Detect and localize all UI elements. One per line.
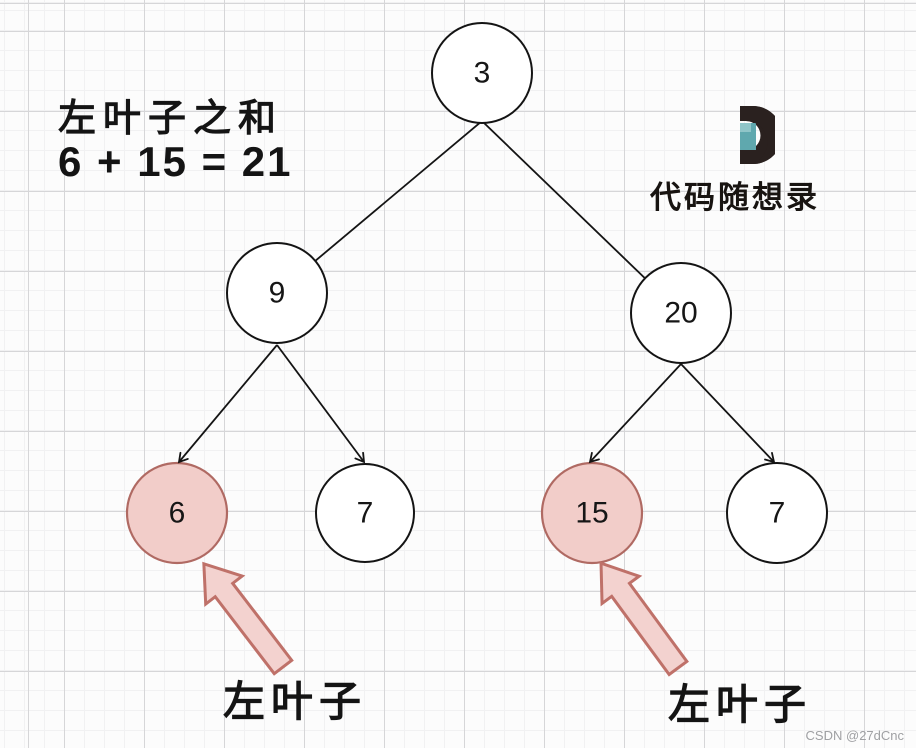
tree-node-left-leaf-15: 15 [540, 461, 644, 565]
tree-node-right-child: 20 [630, 262, 732, 364]
node-circle-3 [431, 22, 533, 124]
node-value-3: 3 [474, 57, 491, 90]
node-value-7b: 7 [769, 497, 786, 530]
annotation-equation: 6 + 15 = 21 [58, 137, 293, 185]
node-circle-7a [315, 463, 415, 563]
tree-edges-leaves [177, 344, 776, 464]
node-circle-20 [630, 262, 732, 364]
node-value-20: 20 [664, 297, 697, 330]
edge-20-to-15 [588, 363, 682, 464]
left-leaf-callout-2: 左叶子 [667, 680, 812, 729]
tree-edges-root [276, 120, 682, 314]
node-circle-9 [226, 242, 328, 344]
tree-node-right-leaf-7b: 7 [726, 462, 828, 564]
highlight-arrow-left-leaf-6 [202, 561, 294, 676]
tree-node-left-child: 9 [226, 242, 328, 344]
csdn-watermark: CSDN @27dCnc [805, 728, 904, 743]
brand-name: 代码随想录 [650, 180, 820, 216]
edge-9-to-7 [276, 344, 366, 464]
node-value-9: 9 [269, 277, 286, 310]
node-circle-6-highlighted [125, 461, 229, 565]
tree-node-right-leaf-7a: 7 [315, 463, 415, 563]
node-value-7a: 7 [357, 497, 374, 530]
left-leaf-callout-1: 左叶子 [222, 677, 367, 726]
edge-9-to-6 [177, 344, 278, 464]
tree-node-left-leaf-6: 6 [125, 461, 229, 565]
tree-node-root: 3 [431, 22, 533, 124]
d-logo-icon [740, 106, 775, 164]
edge-20-to-7 [680, 363, 776, 464]
brand-block: 代码随想录 [630, 104, 840, 217]
highlight-arrow-left-leaf-15 [599, 561, 689, 677]
node-circle-7b [726, 462, 828, 564]
node-value-15: 15 [575, 497, 608, 530]
highlight-arrows [202, 561, 689, 677]
annotation-title: 左叶子之和 [58, 95, 284, 140]
annotation-block: 左叶子之和 6 + 15 = 21 [58, 96, 293, 184]
node-value-6: 6 [169, 497, 186, 530]
